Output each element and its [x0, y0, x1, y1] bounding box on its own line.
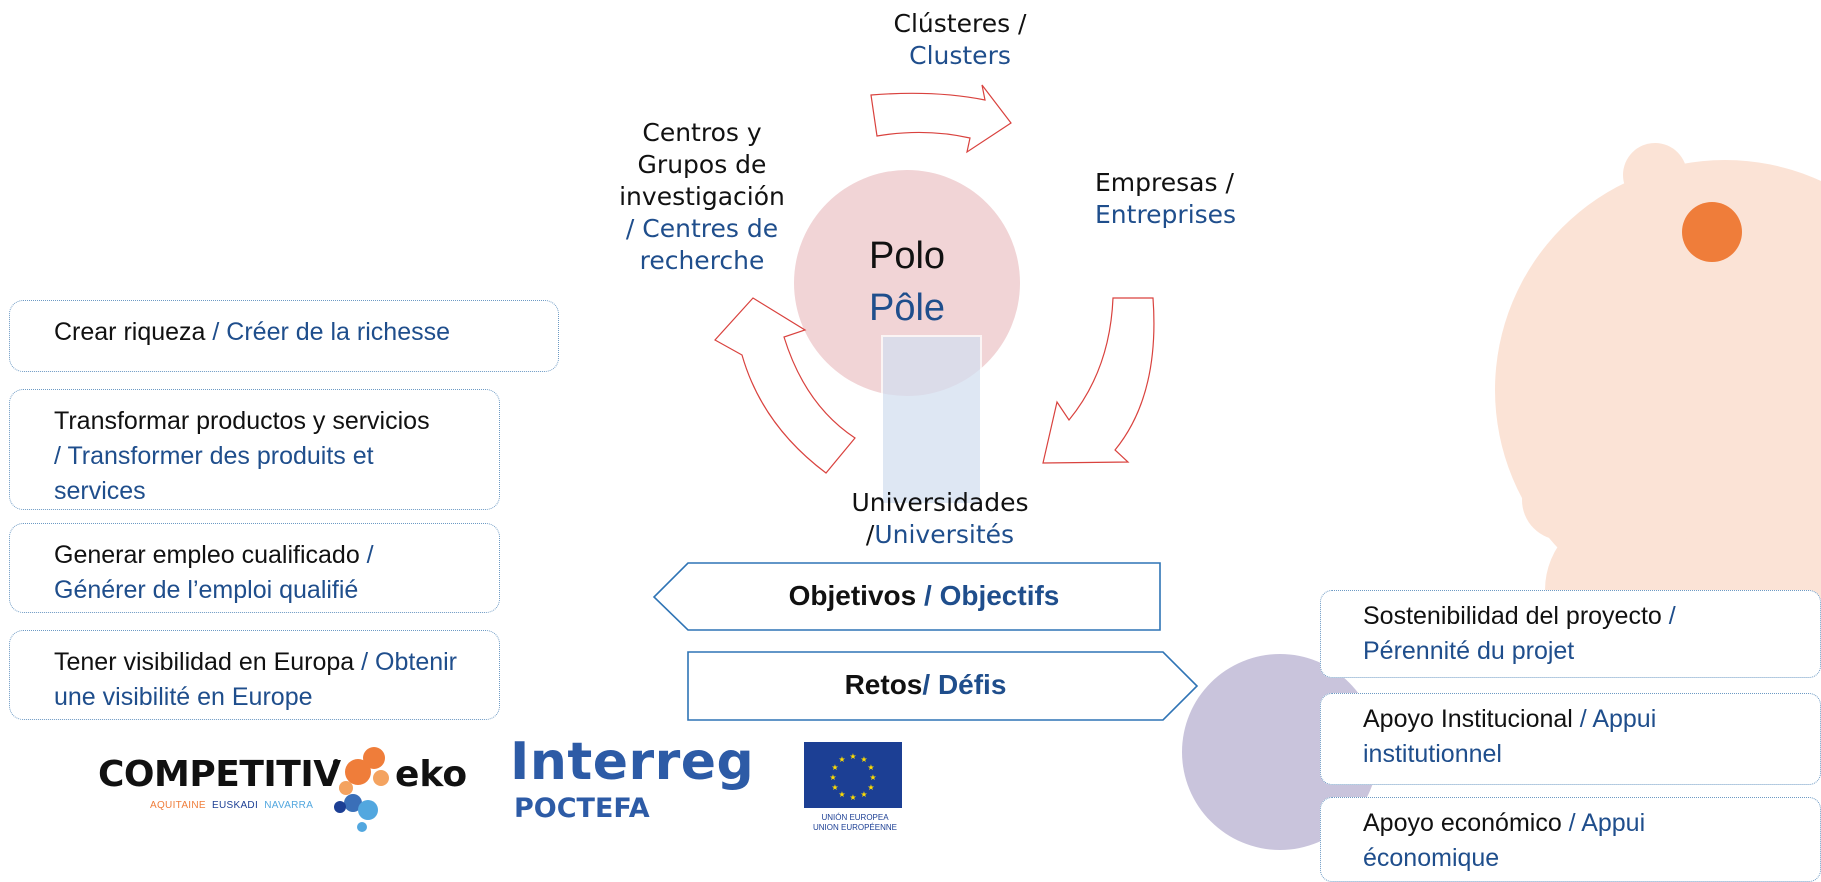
challenge-item-fr: / Appui économique	[1363, 809, 1646, 872]
challenge-item-es: Apoyo económico	[1363, 809, 1562, 837]
region-euskadi: EUSKADI	[212, 800, 259, 811]
bubble	[1753, 193, 1797, 237]
objectives-header-fr: Objectifs	[939, 580, 1060, 611]
node-universidades-fr: Universités	[874, 520, 1015, 549]
node-centros-es-1: Centros y	[642, 118, 762, 147]
objectives-arrow-shape	[652, 562, 1161, 631]
node-clusters-es: Clústeres /	[893, 9, 1027, 38]
bubble	[1623, 143, 1687, 207]
objective-item: Tener visibilidad en Europa / Obtenir un…	[9, 630, 500, 720]
challenges-header: Retos/ Défis	[688, 669, 1163, 701]
eu-text-fr: UNION EUROPÉENNE	[812, 823, 897, 832]
bubble	[1522, 460, 1602, 540]
objective-item-es: Tener visibilidad en Europa	[54, 648, 355, 676]
eu-text: UNIÓN EUROPEA UNION EUROPÉENNE	[800, 813, 910, 833]
objective-item-fr: / Transformer des produits et services	[54, 442, 374, 505]
bubble-accent	[1682, 202, 1742, 262]
interreg-logo: Interreg POCTEFA	[510, 732, 790, 836]
challenge-item-fr: / Pérennité du projet	[1363, 602, 1676, 665]
pole-label: Polo Pôle	[830, 230, 984, 334]
competitiveko-main: COMPETITIV	[98, 754, 341, 795]
challenge-item: Apoyo Institucional / Appui institutionn…	[1320, 693, 1821, 785]
node-centros: Centros y Grupos de investigación / Cent…	[612, 117, 792, 277]
node-clusters-fr: Clusters	[909, 41, 1011, 70]
node-empresas-es: Empresas /	[1095, 168, 1234, 197]
objective-item-es: Crear riqueza	[54, 318, 206, 346]
challenges-header-es: Retos	[844, 669, 923, 700]
objective-item-fr: / Créer de la richesse	[205, 318, 450, 346]
node-empresas-fr: Entreprises	[1095, 200, 1237, 229]
competitiveko-wordmark: COMPETITIV	[98, 754, 341, 795]
objectives-header: Objetivos / Objectifs	[688, 580, 1160, 612]
svg-text:★: ★	[829, 773, 836, 782]
node-universidades-sep: /	[865, 520, 875, 549]
eu-text-es: UNIÓN EUROPEA	[821, 813, 889, 822]
svg-text:★: ★	[869, 773, 876, 782]
cycle-arrow-top	[870, 84, 1012, 154]
node-empresas: Empresas / Entreprises	[1095, 167, 1265, 231]
competitiveko-suffix: eko	[395, 754, 468, 795]
interreg-sub: POCTEFA	[514, 793, 650, 824]
node-centros-es-3: investigación	[619, 182, 785, 211]
svg-text:★: ★	[831, 783, 838, 792]
svg-text:★: ★	[838, 755, 845, 764]
challenges-header-sep: /	[922, 669, 938, 700]
objective-item-fr: / Obtenir une visibilité en Europe	[54, 648, 458, 711]
cycle-arrow-right	[1042, 297, 1155, 464]
bubble	[1799, 182, 1821, 214]
pole-label-fr: Pôle	[868, 287, 946, 329]
challenge-item-es: Sostenibilidad del proyecto	[1363, 602, 1662, 630]
svg-text:★: ★	[831, 763, 838, 772]
node-clusters: Clústeres / Clusters	[860, 8, 1060, 72]
objective-item-es: Generar empleo cualificado	[54, 541, 360, 569]
bubble	[1566, 314, 1614, 362]
svg-text:★: ★	[838, 790, 845, 799]
svg-text:★: ★	[849, 752, 856, 761]
svg-text:★: ★	[849, 793, 856, 802]
challenges-arrow-shape	[687, 651, 1199, 721]
node-centros-es-2: Grupos de	[637, 150, 767, 179]
svg-text:★: ★	[867, 783, 874, 792]
challenges-header-fr: Défis	[937, 669, 1007, 700]
objective-item-es: Transformar productos y servicios	[54, 407, 430, 435]
bubble	[1572, 220, 1648, 296]
challenge-item-es: Apoyo Institucional	[1363, 705, 1573, 733]
objective-item: Crear riqueza / Créer de la richesse	[9, 300, 559, 372]
svg-text:★: ★	[860, 790, 867, 799]
objectives-header-sep: /	[916, 580, 940, 611]
objective-item: Generar empleo cualificado / Générer de …	[9, 523, 500, 613]
interreg-main: Interreg	[510, 732, 755, 792]
competitiveko-regions: AQUITAINE EUSKADI NAVARRA	[150, 800, 313, 811]
challenge-item: Apoyo económico / Appui économique	[1320, 797, 1821, 882]
objectives-header-es: Objetivos	[788, 580, 917, 611]
node-centros-fr-1: / Centres de	[625, 214, 779, 243]
node-centros-fr-2: recherche	[639, 246, 765, 275]
objective-item: Transformar productos y servicios / Tran…	[9, 389, 500, 510]
competitiveko-bubbles-icon	[333, 747, 389, 832]
challenge-item-fr: / Appui institutionnel	[1363, 705, 1657, 768]
svg-text:★: ★	[867, 763, 874, 772]
eu-flag-icon: ★★★ ★★★ ★★★ ★★★	[804, 742, 902, 808]
region-navarra: NAVARRA	[264, 800, 314, 811]
competitiveko-logo: COMPETITIV eko AQUITAINE EUSKADI NAVARRA	[98, 740, 488, 835]
svg-text:★: ★	[860, 755, 867, 764]
node-universidades-es: Universidades	[851, 488, 1029, 517]
region-aquitaine: AQUITAINE	[150, 800, 206, 811]
objective-item-fr: / Générer de l’emploi qualifié	[54, 541, 374, 604]
node-universidades-fr-line: /Universités	[830, 519, 1050, 551]
bubble	[1544, 376, 1620, 452]
center-overlay-bar	[881, 335, 982, 505]
challenge-item: Sostenibilidad del proyecto / Pérennité …	[1320, 590, 1821, 678]
eu-logo: ★★★ ★★★ ★★★ ★★★ UNIÓN EUROPEA UNION EURO…	[800, 742, 910, 842]
pole-label-es: Polo	[868, 235, 946, 277]
cycle-arrow-left	[714, 297, 856, 474]
node-universidades: Universidades /Universités	[830, 487, 1050, 551]
